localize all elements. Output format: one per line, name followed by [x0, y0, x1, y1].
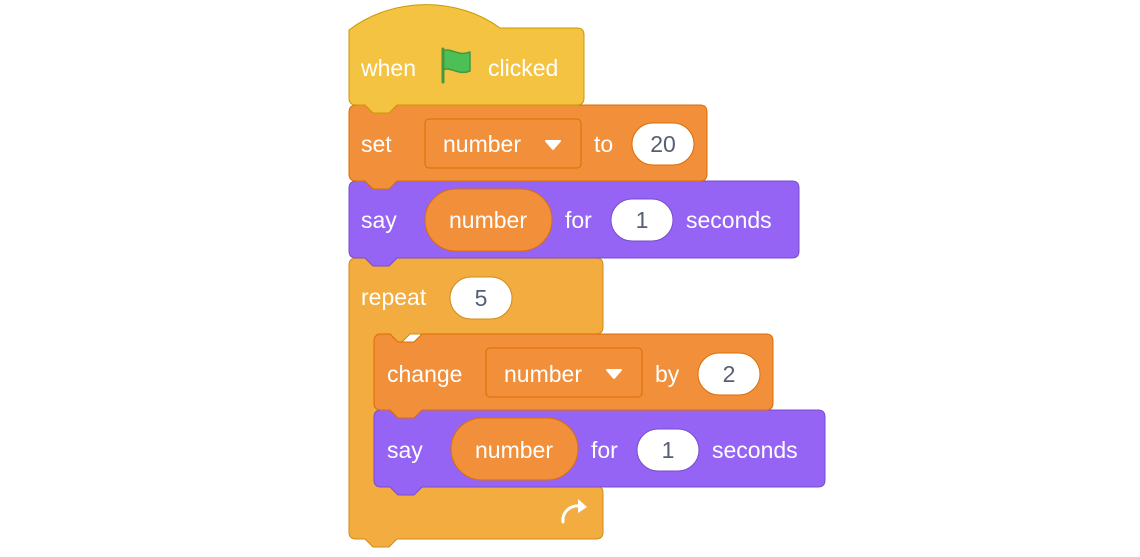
say-2-label: say [387, 437, 423, 463]
repeat-times-input[interactable]: 5 [449, 276, 513, 320]
change-by-label: by [655, 361, 680, 387]
set-value-input[interactable]: 20 [631, 122, 695, 166]
set-to-label: to [594, 131, 613, 157]
change-value-input[interactable]: 2 [697, 352, 761, 396]
chevron-down-icon [606, 369, 622, 379]
say-2-seconds-label: seconds [712, 437, 798, 463]
repeat-block[interactable]: repeat 5 [348, 257, 604, 548]
say-1-secs-input[interactable]: 1 [610, 198, 674, 242]
say-1-reporter-label: number [449, 207, 527, 233]
change-block[interactable]: change number by 2 [373, 333, 774, 419]
set-label: set [361, 131, 392, 157]
repeat-block-body[interactable] [348, 257, 604, 548]
say-2-reporter-label: number [475, 437, 553, 463]
when-flag-clicked-hat-block[interactable]: when clicked [348, 4, 585, 114]
say-1-seconds-label: seconds [686, 207, 772, 233]
say-2-number-reporter[interactable]: number [450, 417, 579, 481]
repeat-label: repeat [361, 284, 427, 310]
loop-arrow-icon [561, 499, 587, 524]
say-2-for-label: for [591, 437, 618, 463]
change-variable-name: number [504, 361, 582, 387]
say-1-secs-value: 1 [636, 207, 649, 233]
set-variable-dropdown[interactable]: number [424, 118, 582, 169]
chevron-down-icon [545, 140, 561, 150]
set-value: 20 [650, 131, 676, 157]
change-label: change [387, 361, 462, 387]
green-flag-icon [441, 47, 471, 84]
repeat-times-value: 5 [475, 285, 488, 311]
set-variable-name: number [443, 131, 521, 157]
say-1-number-reporter[interactable]: number [424, 188, 553, 252]
say-1-for-label: for [565, 207, 592, 233]
set-block[interactable]: set number to 20 [348, 104, 708, 190]
say-2-secs-input[interactable]: 1 [636, 428, 700, 472]
change-value: 2 [723, 361, 736, 387]
hat-when-label: when [360, 55, 416, 81]
say-2-secs-value: 1 [662, 437, 675, 463]
say-block-2[interactable]: say number for 1 seconds [373, 409, 826, 496]
say-block-1[interactable]: say number for 1 seconds [348, 180, 800, 267]
hat-clicked-label: clicked [488, 55, 558, 81]
say-1-label: say [361, 207, 397, 233]
change-variable-dropdown[interactable]: number [485, 347, 643, 398]
